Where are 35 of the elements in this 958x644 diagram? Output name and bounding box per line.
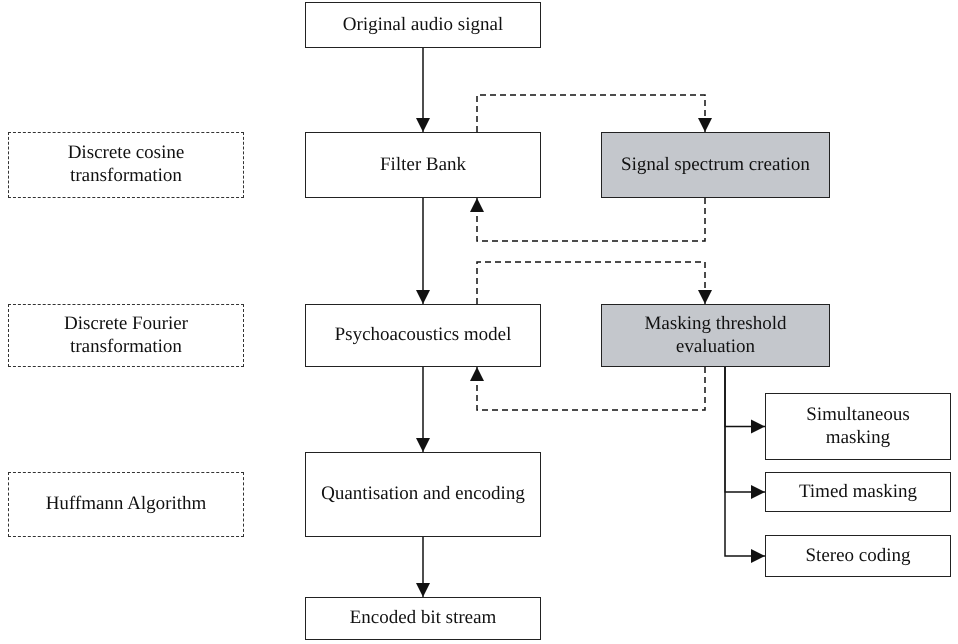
box-label: Simultaneous masking xyxy=(805,404,911,450)
process-box xyxy=(765,393,951,460)
annotation-box xyxy=(8,304,244,367)
process-box xyxy=(305,132,541,198)
box-label: Huffmann Algorithm xyxy=(46,493,206,516)
process-box xyxy=(305,2,541,48)
box-label: Encoded bit stream xyxy=(350,607,496,630)
arrow xyxy=(416,198,430,304)
arrow xyxy=(470,367,706,411)
box-label: Masking threshold evaluation xyxy=(644,312,788,358)
arrow xyxy=(416,367,430,452)
arrow xyxy=(476,261,712,304)
arrow xyxy=(724,367,765,563)
process-box xyxy=(305,304,541,367)
process-box xyxy=(765,472,951,512)
process-box xyxy=(305,597,541,640)
box-label: Signal spectrum creation xyxy=(621,154,810,176)
arrow xyxy=(476,94,712,132)
arrow xyxy=(416,48,430,132)
process-box xyxy=(601,132,830,198)
arrow xyxy=(470,198,706,242)
box-label: Discrete Fourier transformation xyxy=(63,312,189,358)
process-box xyxy=(601,304,830,367)
box-label: Discrete cosine transformation xyxy=(66,142,186,188)
arrow xyxy=(416,537,430,597)
box-label: Stereo coding xyxy=(805,544,910,568)
annotation-box xyxy=(8,472,244,537)
box-label: Original audio signal xyxy=(342,14,504,36)
box-label: Filter Bank xyxy=(380,154,466,176)
box-label: Quantisation and encoding xyxy=(321,483,525,506)
process-box xyxy=(305,452,541,537)
box-label: Timed masking xyxy=(798,480,918,504)
annotation-box xyxy=(8,132,244,198)
process-box xyxy=(765,535,951,577)
box-label: Psychoacoustics model xyxy=(334,324,512,347)
